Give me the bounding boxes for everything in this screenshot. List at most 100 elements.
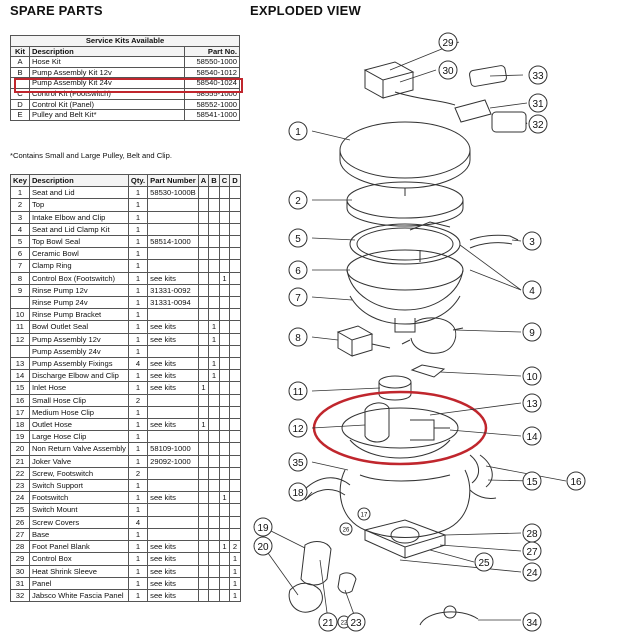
callout-circle — [288, 190, 308, 210]
callout-number: 9 — [529, 328, 535, 339]
part-description: Seat and Lid — [28, 186, 129, 200]
callout-circle — [357, 507, 371, 521]
callout-circle — [522, 231, 542, 251]
callout-number: 30 — [442, 66, 454, 77]
callout-circle — [522, 426, 542, 446]
callout-number: 13 — [526, 399, 538, 410]
part-qty: 1 — [127, 235, 149, 249]
callout-circle — [288, 327, 308, 347]
callout-circle — [528, 93, 548, 113]
part-key: 16 — [10, 393, 30, 407]
switch-support-part — [337, 572, 357, 594]
callout-number: 7 — [295, 293, 301, 304]
part-kit-d — [229, 527, 241, 542]
part-kit-d: 1 — [229, 552, 241, 566]
callout-number: 32 — [532, 120, 544, 131]
part-number: 29092-1000 — [147, 454, 199, 468]
callout-number: 19 — [257, 523, 269, 534]
callout-number: 1 — [295, 127, 301, 138]
highlight-pump-kit-row — [14, 78, 243, 93]
part-number: 31331-0092 — [147, 283, 199, 298]
callout-circle — [438, 32, 458, 52]
part-key: 5 — [10, 235, 30, 249]
part-qty: 1 — [127, 296, 149, 310]
part-description: Small Hose Clip — [28, 393, 129, 407]
service-kits-table: Service Kits Available Kit Description P… — [10, 35, 240, 121]
callout-number: 33 — [532, 71, 544, 82]
callout-circle — [339, 522, 353, 536]
part-kit-d — [229, 210, 241, 224]
callout-circle — [253, 517, 273, 537]
callout-circle — [288, 260, 308, 280]
inlet-hose-part — [469, 454, 493, 488]
parts-header-qty: Qty. — [127, 173, 149, 188]
part-kit-d: 1 — [229, 576, 241, 590]
part-description: Rinse Pump 24v — [28, 296, 129, 310]
exploded-view-title: EXPLODED VIEW — [250, 3, 361, 18]
callout-number: 12 — [292, 424, 304, 435]
part-description: Medium Hose Clip — [28, 405, 129, 420]
top-part — [346, 181, 464, 219]
callout-circle — [522, 280, 542, 300]
callout-circle — [288, 228, 308, 248]
part-qty: 4 — [127, 515, 149, 529]
seat-lid-part — [339, 121, 471, 179]
callout-number: 8 — [295, 333, 301, 344]
part-qty: 1 — [127, 564, 149, 578]
part-key: 10 — [10, 308, 30, 322]
part-qty: 1 — [127, 332, 149, 346]
cable-lines — [394, 91, 456, 106]
part-kit-d: 2 — [229, 540, 241, 554]
callout-number: 5 — [295, 234, 301, 245]
kits-footnote: *Contains Small and Large Pulley, Belt a… — [10, 151, 172, 160]
callout-number: 25 — [478, 558, 490, 569]
part-qty: 1 — [127, 503, 149, 517]
footswitch-part — [419, 611, 479, 626]
callout-circle — [288, 418, 308, 438]
callout-number: 11 — [293, 387, 304, 398]
callout-number: 17 — [361, 513, 368, 519]
part-description: Large Hose Clip — [28, 430, 129, 444]
spare-parts-title: SPARE PARTS — [10, 3, 103, 18]
part-qty: 1 — [127, 283, 149, 298]
ceramic-bowl-part — [346, 249, 464, 291]
callout-circle — [288, 482, 308, 502]
part-key: 20 — [10, 442, 30, 456]
part-kit-d — [229, 235, 241, 249]
part-qty: 1 — [127, 540, 149, 554]
callout-circle — [522, 393, 542, 413]
callout-number: 29 — [442, 38, 454, 49]
part-qty: 1 — [127, 552, 149, 566]
part-key: 24 — [10, 491, 30, 505]
parts-header-partnumber: Part Number — [147, 173, 199, 188]
part-key: 18 — [10, 418, 30, 432]
callout-number: 2 — [295, 196, 301, 207]
part-kit-d: 1 — [229, 564, 241, 578]
part-key: 9 — [10, 283, 30, 298]
top-bowl-seal-part — [349, 223, 461, 265]
part-key: 21 — [10, 454, 30, 468]
callout-number: 14 — [526, 432, 538, 443]
part-qty: 1 — [127, 186, 149, 200]
part-qty: 2 — [127, 393, 149, 407]
callout-number: 3 — [529, 237, 535, 248]
rinse-pump-part — [410, 317, 457, 354]
parts-header-description: Description — [28, 173, 129, 188]
part-description: Panel — [28, 576, 129, 590]
